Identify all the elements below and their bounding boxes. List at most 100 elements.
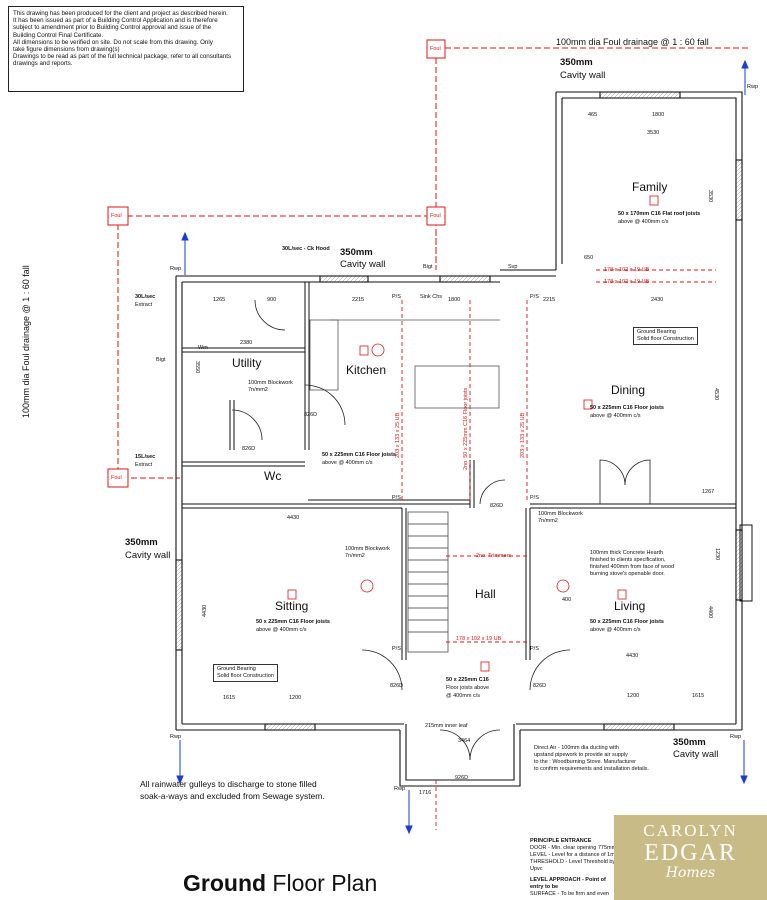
room-hall: Hall bbox=[475, 587, 496, 601]
foul-tag: Foul bbox=[111, 475, 122, 481]
joist-note: above @ 400mm c/s bbox=[256, 627, 307, 633]
beam-label: 178 x 102 x 19 UB bbox=[456, 636, 502, 642]
extract-label: Extract bbox=[135, 302, 153, 308]
room-living: Living bbox=[614, 599, 646, 613]
ground-bearing-line: Solid floor Construction bbox=[637, 336, 694, 342]
drainage-label-top: 100mm dia Foul drainage @ 1 : 60 fall bbox=[556, 37, 709, 47]
blockwork-unit: 7n/mm2 bbox=[248, 387, 268, 393]
dimension: 2215 bbox=[352, 297, 365, 303]
beam-label: 178 x 102 x 19 UB bbox=[604, 279, 650, 285]
room-wc: Wc bbox=[264, 469, 282, 483]
dimension: 826D bbox=[304, 412, 318, 418]
brand-line1: CAROLYN bbox=[643, 821, 738, 840]
room-sitting: Sitting bbox=[275, 599, 309, 613]
note-line: take figure dimensions from drawing(s) bbox=[13, 46, 120, 54]
drawing-notes: This drawing has been produced for the c… bbox=[8, 6, 244, 92]
joist-note: above @ 400mm c/s bbox=[322, 460, 373, 466]
dimension: 1716 bbox=[419, 790, 432, 796]
wm-tag: Wm bbox=[198, 345, 208, 351]
svp-tag: Svp bbox=[508, 264, 518, 270]
dimension: 3550 bbox=[194, 361, 200, 374]
extract-label: 15L/sec bbox=[135, 454, 156, 460]
room-family: Family bbox=[632, 180, 668, 194]
beam-label: 203 x 133 x 25 UB bbox=[395, 412, 401, 458]
rainwater-downpipes bbox=[176, 59, 749, 835]
cavity-wall-size: 350mm bbox=[340, 247, 373, 258]
drawing-title: Ground Floor Plan bbox=[183, 870, 377, 897]
cavity-wall-label: Cavity wall bbox=[673, 749, 719, 760]
note-line: This drawing has been produced for the c… bbox=[13, 10, 228, 17]
cavity-wall-label: Cavity wall bbox=[340, 259, 386, 270]
dimension: 3530 bbox=[647, 130, 660, 136]
dimension: 2215 bbox=[543, 297, 556, 303]
beam-label: 203 x 133 x 25 UB bbox=[520, 412, 526, 458]
joist-markers bbox=[287, 195, 659, 672]
dimension: 400 bbox=[562, 597, 572, 603]
note-line: All dimensions to be verified on site. D… bbox=[13, 38, 213, 46]
dimension: 1800 bbox=[652, 112, 665, 118]
joist-note: 50 x 225mm C16 Floor joists bbox=[322, 452, 396, 458]
blockwork-unit: 7n/mm2 bbox=[345, 553, 365, 559]
entrance-line: LEVEL - Level for a distance of 1m bbox=[530, 852, 615, 858]
blockwork-unit: 7n/mm2 bbox=[538, 518, 558, 524]
rwp-tag: Rwp bbox=[170, 266, 182, 272]
dimension: 1200 bbox=[289, 695, 302, 701]
ground-bearing-note: Ground Bearing Solid floor Construction bbox=[213, 664, 278, 682]
note-line: subject to amendment prior to Building C… bbox=[13, 24, 212, 32]
dimension: 465 bbox=[588, 112, 598, 118]
ps-tag: P/S bbox=[530, 294, 539, 300]
cavity-wall-size: 350mm bbox=[125, 537, 158, 548]
cavity-wall-size: 350mm bbox=[560, 57, 593, 68]
blockwork-label: 100mm Blockwork bbox=[345, 546, 390, 552]
foul-tag: Foul bbox=[430, 46, 441, 52]
extract-label: 30L/sec bbox=[135, 294, 156, 300]
extract-label: Extract bbox=[135, 462, 153, 468]
joist-note: 50 x 225mm C16 Floor joists bbox=[590, 619, 664, 625]
ground-bearing-line: Solid floor Construction bbox=[217, 673, 274, 679]
note-line: Building Control Final Certificate. bbox=[13, 31, 104, 39]
entrance-heading: PRINCIPLE ENTRANCE bbox=[530, 838, 592, 844]
dimension: 1615 bbox=[223, 695, 236, 701]
ps-tag: P/S bbox=[392, 495, 401, 501]
dimension: 1615 bbox=[692, 693, 705, 699]
gulleys-line: All rainwater gulleys to discharge to st… bbox=[140, 779, 317, 789]
bigt-tag: Bigt bbox=[156, 357, 166, 363]
dimension: 1230 bbox=[714, 548, 720, 561]
dimension: 826D bbox=[242, 446, 256, 452]
dimension: 826D bbox=[533, 683, 547, 689]
blockwork-label: 100mm Blockwork bbox=[538, 511, 583, 517]
dimension: 1265 bbox=[213, 297, 226, 303]
dimension: 4430 bbox=[202, 604, 208, 617]
internal-walls bbox=[182, 282, 736, 660]
joist-note: @ 400mm c/s bbox=[446, 693, 481, 699]
hearth-line: finished 400mm from face of wood bbox=[590, 564, 675, 570]
ps-tag: P/S bbox=[530, 646, 539, 652]
joist-note: 50 x 225mm C16 Floor joists bbox=[590, 405, 664, 411]
dimension: 926D bbox=[455, 775, 469, 781]
note-line: It has been issued as part of a Building… bbox=[13, 17, 218, 25]
external-walls bbox=[175, 91, 743, 787]
foul-manholes bbox=[107, 39, 446, 488]
bigt-tag: Bigt bbox=[423, 264, 433, 270]
joist-note: above @ 400mm c/s bbox=[590, 627, 641, 633]
foul-tag: Foul bbox=[111, 213, 122, 219]
kitchen-units bbox=[309, 319, 500, 409]
cavity-wall-size: 350mm bbox=[673, 737, 706, 748]
brand-line2: EDGAR bbox=[644, 840, 737, 866]
dimension: 3464 bbox=[458, 738, 471, 744]
living-bay bbox=[739, 524, 753, 602]
dimension: 1200 bbox=[627, 693, 640, 699]
dimension: 4530 bbox=[713, 388, 719, 401]
entrance-heading: LEVEL APPROACH - Point of entry to be bbox=[530, 877, 606, 890]
direct-air-line: to confirm requirements and installation… bbox=[534, 766, 649, 772]
dimension: 826D bbox=[390, 683, 404, 689]
rwp-tag: Rwp bbox=[394, 786, 406, 792]
dimension: 2380 bbox=[240, 340, 253, 346]
joist-note: 50 x 170mm C16 Flat roof joists bbox=[618, 211, 701, 217]
hearth-line: 100mm thick Concrete Hearth bbox=[590, 550, 664, 556]
ps-tag: P/S bbox=[392, 294, 401, 300]
dimension: 4400 bbox=[707, 606, 713, 619]
direct-air-line: to the : Woodburning Stove. Manufacturer bbox=[534, 759, 637, 765]
dimension: 650 bbox=[584, 255, 594, 261]
